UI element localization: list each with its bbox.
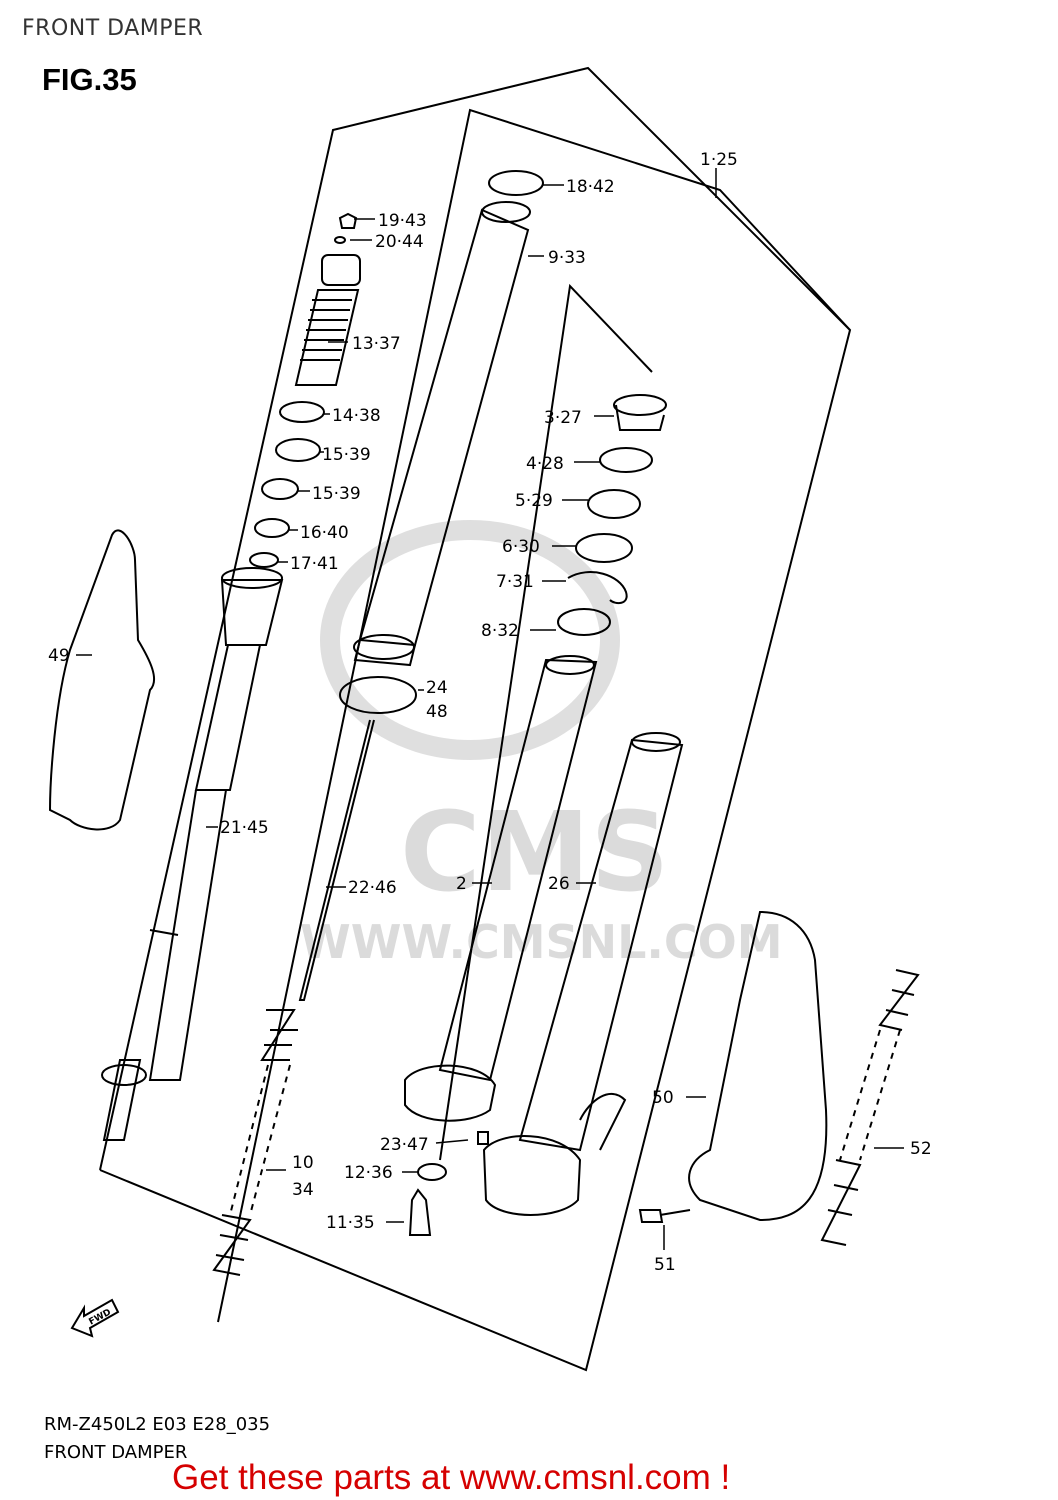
springs bbox=[212, 969, 920, 1276]
part-label: 51 bbox=[654, 1255, 676, 1275]
part-label: 22·46 bbox=[348, 878, 397, 898]
part-label: 12·36 bbox=[344, 1163, 393, 1183]
part-label: 23·47 bbox=[380, 1135, 429, 1155]
fork-guard-left bbox=[48, 529, 156, 831]
part-label: 1·25 bbox=[700, 150, 738, 170]
part-label: 21·45 bbox=[220, 818, 269, 838]
part-label: 13·37 bbox=[352, 334, 401, 354]
part-label: 18·42 bbox=[566, 177, 615, 197]
diagram-code: RM-Z450L2 E03 E28_035 bbox=[44, 1414, 271, 1435]
assembly-frame bbox=[99, 66, 852, 1372]
part-label: 50 bbox=[652, 1088, 674, 1108]
fork-guard-right bbox=[688, 910, 828, 1222]
part-label: 11·35 bbox=[326, 1213, 375, 1233]
part-label: 17·41 bbox=[290, 554, 339, 574]
part-label: 52 bbox=[910, 1139, 932, 1159]
part-label: 19·43 bbox=[378, 211, 427, 231]
part-label: 9·33 bbox=[548, 248, 586, 268]
part-label: 24 bbox=[426, 678, 448, 698]
outer-tube-frame bbox=[439, 283, 653, 1161]
inner-tube-parts bbox=[298, 170, 544, 1001]
watermark-url: WWW.CMSNL.COM bbox=[300, 915, 783, 969]
part-label: 34 bbox=[292, 1180, 314, 1200]
diagram-name: FRONT DAMPER bbox=[44, 1442, 188, 1463]
part-label: 14·38 bbox=[332, 406, 381, 426]
part-label: 15·39 bbox=[312, 484, 361, 504]
part-label: 16·40 bbox=[300, 523, 349, 543]
assembly-frame-inner bbox=[217, 108, 851, 1323]
damper-rod-assembly bbox=[101, 212, 361, 1141]
part-label: 2 bbox=[456, 874, 467, 894]
watermark: CMS WWW.CMSNL.COM bbox=[300, 520, 783, 969]
fwd-arrow bbox=[70, 1298, 120, 1338]
watermark-brand: CMS bbox=[400, 788, 669, 916]
part-label: 10 bbox=[292, 1153, 314, 1173]
bolt-51 bbox=[638, 1209, 691, 1223]
outer-tubes bbox=[404, 655, 684, 1236]
part-label: 26 bbox=[548, 874, 570, 894]
part-label: 5·29 bbox=[515, 491, 553, 511]
part-label: 20·44 bbox=[375, 232, 424, 252]
leader-lines bbox=[76, 168, 904, 1250]
part-label: 15·39 bbox=[322, 445, 371, 465]
part-label: 7·31 bbox=[496, 572, 534, 592]
page-header: FRONT DAMPER bbox=[22, 16, 204, 41]
part-label: 49 bbox=[48, 646, 70, 666]
part-label: 4·28 bbox=[526, 454, 564, 474]
figure-number: FIG.35 bbox=[42, 62, 137, 97]
part-label: 3·27 bbox=[544, 408, 582, 428]
seal-parts bbox=[557, 394, 667, 636]
part-label: 8·32 bbox=[481, 621, 519, 641]
cta-link[interactable]: Get these parts at www.cmsnl.com ! bbox=[172, 1458, 731, 1497]
part-labels: 1·25 18·42 19·43 20·44 9·33 13·37 14·38 … bbox=[48, 150, 932, 1275]
part-label: 48 bbox=[426, 702, 448, 722]
part-label: 6·30 bbox=[502, 537, 540, 557]
